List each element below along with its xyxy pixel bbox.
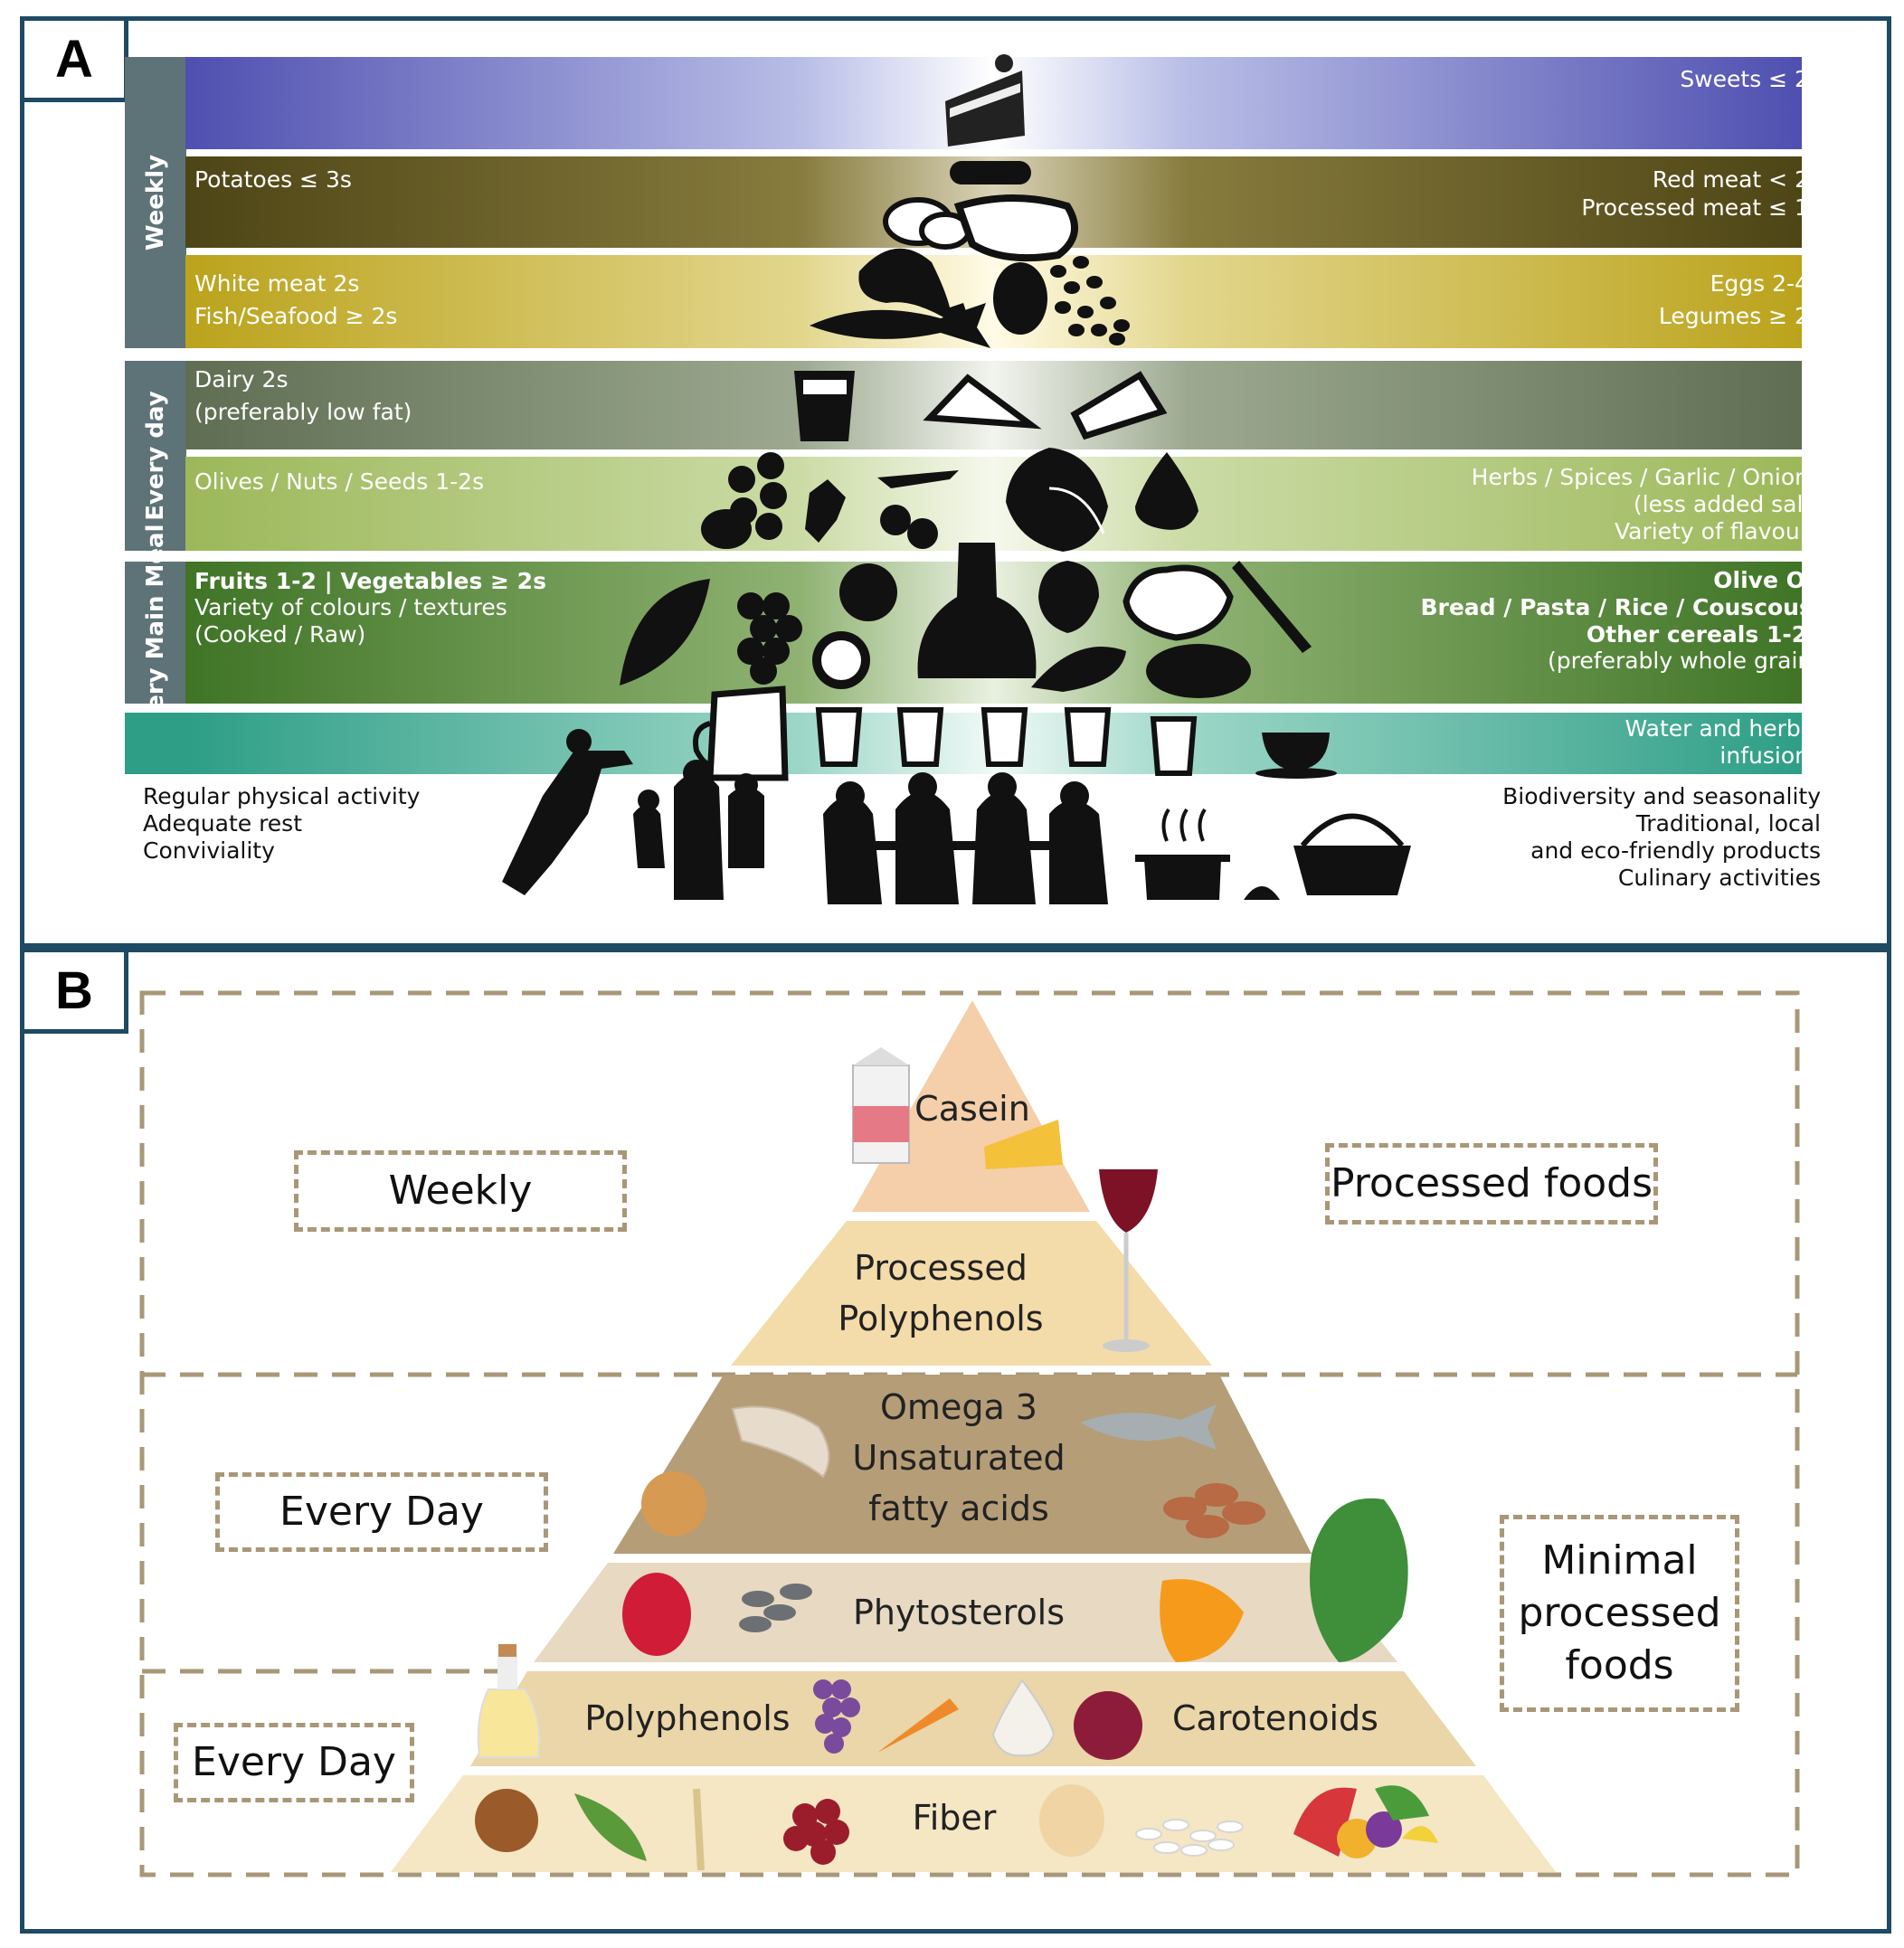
grapes-icon bbox=[737, 592, 802, 685]
sidebar-every-main-meal: Every Main Meal bbox=[125, 524, 186, 742]
orange-slice-icon bbox=[1160, 1579, 1244, 1662]
basket-icon bbox=[1293, 846, 1411, 895]
tier-polyphenols bbox=[470, 1671, 1476, 1766]
label-minimal-processed-foods: Minimal processed foods bbox=[1500, 1515, 1739, 1712]
garlic-icon bbox=[991, 1678, 1056, 1757]
sunflower-seeds-icon bbox=[739, 1584, 812, 1632]
water-jug-icon bbox=[706, 686, 789, 781]
apple-icon bbox=[839, 563, 897, 621]
band-olives bbox=[185, 457, 1802, 551]
wheat-icon bbox=[693, 1788, 705, 1871]
olive-oil-text: Olive Oil Bread / Pasta / Rice / Couscou… bbox=[1420, 567, 1821, 648]
tier-fiber-label: Fiber bbox=[912, 1798, 997, 1838]
legumes-icon bbox=[1050, 256, 1130, 345]
label-processed-foods: Processed foods bbox=[1325, 1143, 1658, 1225]
tier-casein-label: Casein bbox=[914, 1089, 1030, 1129]
walnut-icon bbox=[641, 1471, 706, 1537]
steak-icon bbox=[953, 194, 1078, 262]
olive-oil-jug-icon bbox=[917, 543, 1037, 678]
sidebar-every-day: Every day bbox=[125, 361, 186, 551]
raspberry-icon bbox=[622, 1573, 691, 1656]
spinach-icon bbox=[1310, 1498, 1408, 1662]
nutrient-pyramid bbox=[391, 1000, 1556, 1872]
olives-icon bbox=[728, 452, 787, 540]
walnut-icon bbox=[701, 509, 752, 549]
red-beans-icon bbox=[783, 1799, 849, 1865]
herbs-text: Herbs / Spices / Garlic / Onions (less a… bbox=[1471, 464, 1821, 544]
tier-omega-label: Omega 3 Unsaturated fatty acids bbox=[852, 1387, 1066, 1528]
tier-processed-polyphenols-label: Processed Polyphenols bbox=[838, 1248, 1044, 1338]
white-meat-text: White meat 2s Fish/Seafood ≥ 2s bbox=[194, 270, 398, 329]
food-pyramid-silhouettes bbox=[502, 54, 1411, 904]
fish-icon bbox=[810, 303, 990, 348]
bread-icon bbox=[1146, 644, 1251, 698]
fruits-bold-text: Fruits 1-2 | Vegetables ≥ 2s bbox=[194, 568, 546, 594]
fruits-text: Variety of colours / textures (Cooked / … bbox=[194, 594, 507, 648]
olives-text: Olives / Nuts / Seeds 1-2s bbox=[194, 468, 485, 495]
milk-carton-icon bbox=[852, 1047, 910, 1164]
sidebar-weekly: Weekly bbox=[125, 57, 186, 348]
olive-oil-bottle-icon bbox=[477, 1644, 540, 1758]
tier-polyphenols-label: Polyphenols bbox=[584, 1698, 791, 1738]
cheese-wedge-icon bbox=[1070, 371, 1168, 440]
hazelnut-icon bbox=[475, 1789, 538, 1852]
cherries-icon bbox=[877, 470, 959, 549]
tier-phytosterols-label: Phytosterols bbox=[852, 1593, 1066, 1632]
garlic-icon bbox=[1135, 452, 1198, 530]
label-every-day-lower: Every Day bbox=[174, 1723, 414, 1802]
tier-fiber bbox=[391, 1775, 1556, 1872]
whole-grain-text: (preferably whole grain) bbox=[1548, 648, 1821, 674]
wine-glass-icon bbox=[1099, 1169, 1158, 1352]
tier-processed-polyphenols bbox=[731, 1221, 1212, 1366]
almonds-icon bbox=[1163, 1483, 1265, 1538]
carrot-icon bbox=[877, 1698, 959, 1753]
egg-icon bbox=[993, 262, 1047, 335]
potatoes-text: Potatoes ≤ 3s bbox=[194, 166, 352, 193]
lifestyle-left-text: Regular physical activity Adequate rest … bbox=[143, 783, 421, 864]
eggs-text: Eggs 2-4s Legumes ≥ 2s bbox=[1658, 270, 1821, 329]
panel-a-label: A bbox=[24, 21, 128, 102]
pea-pod-icon bbox=[574, 1793, 647, 1861]
mushroom-icon bbox=[1244, 886, 1280, 900]
fruit-basket-icon bbox=[1293, 1785, 1438, 1858]
exercise-person-icon bbox=[502, 751, 633, 895]
grapes-icon bbox=[813, 1679, 860, 1754]
cheese-icon bbox=[923, 374, 1042, 430]
family-icon bbox=[633, 773, 764, 900]
cooking-pot-icon bbox=[1144, 859, 1221, 900]
panel-b-frames bbox=[139, 990, 1800, 1877]
onion-icon bbox=[1006, 448, 1108, 552]
rice-icon bbox=[1135, 1819, 1244, 1857]
shrimp-icon bbox=[731, 1405, 830, 1479]
watermelon-icon bbox=[620, 579, 710, 686]
fish-icon bbox=[1081, 1404, 1217, 1450]
tier-carotenoids-label: Carotenoids bbox=[1172, 1698, 1378, 1738]
water-glasses-icon bbox=[815, 707, 1198, 776]
wheat-icon bbox=[1232, 561, 1312, 653]
label-every-day-upper: Every Day bbox=[215, 1472, 548, 1552]
panel-b-label: B bbox=[24, 952, 128, 1034]
onion-icon bbox=[1074, 1691, 1142, 1760]
water-text: Water and herbal infusions bbox=[1625, 715, 1821, 769]
chicken-leg-icon bbox=[858, 248, 968, 321]
sweets-text: Sweets ≤ 2s bbox=[1680, 66, 1821, 92]
red-meat-text: Red meat < 2s Processed meat ≤ 1s bbox=[1581, 166, 1821, 221]
parsley-icon bbox=[805, 479, 846, 543]
sausage-icon bbox=[950, 161, 1031, 184]
band-water-cap bbox=[125, 713, 186, 774]
dairy-text: Dairy 2s (preferably low fat) bbox=[194, 366, 412, 425]
cheese-icon bbox=[984, 1120, 1063, 1169]
chickpea-icon bbox=[1039, 1784, 1104, 1857]
cabbage-icon bbox=[1123, 564, 1234, 641]
leafy-greens-icon bbox=[1031, 647, 1126, 692]
artichoke-icon bbox=[1038, 561, 1099, 633]
label-weekly: Weekly bbox=[294, 1150, 627, 1232]
lifestyle-right-text: Biodiversity and seasonality Traditional… bbox=[1502, 783, 1821, 891]
tea-cup-icon bbox=[1262, 733, 1330, 771]
